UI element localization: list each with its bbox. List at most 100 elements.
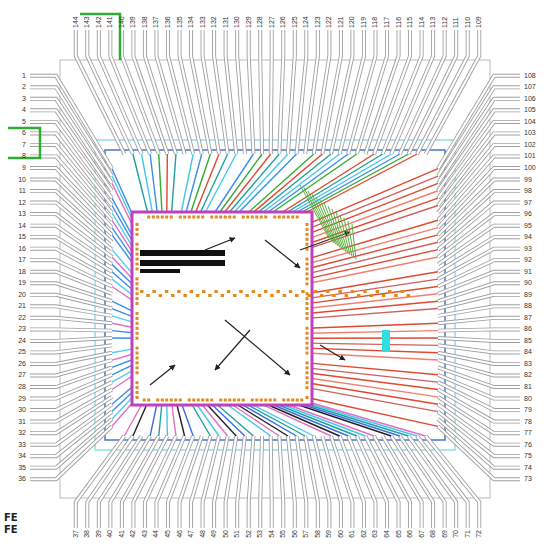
pin-number: 78 <box>524 418 548 426</box>
bond-wire <box>279 154 382 217</box>
pin-number: 51 <box>233 530 241 554</box>
pin-number: 32 <box>2 429 26 437</box>
bond-pad <box>143 399 146 402</box>
pad-row <box>326 290 330 293</box>
pin-number: 65 <box>395 530 403 554</box>
lead-body <box>408 436 456 528</box>
bond-wire <box>275 154 374 217</box>
die-arrows <box>150 232 350 385</box>
pin-number: 11 <box>2 187 26 195</box>
pin-number: 92 <box>524 256 548 264</box>
pin-number: 44 <box>152 530 160 554</box>
bond-pad <box>282 399 285 402</box>
pin-number: 34 <box>2 452 26 460</box>
pin-number: 91 <box>524 268 548 276</box>
lead-body <box>30 360 112 375</box>
bond-pad <box>306 238 309 241</box>
bond-pad <box>136 327 139 330</box>
lead-body <box>438 345 520 352</box>
pin-number: 66 <box>406 530 414 554</box>
bond-wire <box>307 353 438 360</box>
pad-row <box>146 294 150 297</box>
bond-pad <box>156 216 159 219</box>
bond-wire <box>166 154 168 217</box>
bond-pad <box>197 399 200 402</box>
lead-outline <box>297 30 307 154</box>
bond-pad <box>210 216 213 219</box>
bond-pad <box>306 332 309 335</box>
pin-number: 95 <box>524 222 548 230</box>
lead-outline <box>297 436 307 528</box>
pad-row <box>177 290 181 293</box>
lead-outline <box>438 345 520 352</box>
lead-outline <box>288 436 295 528</box>
lead-outline <box>271 436 272 528</box>
pin-number: 141 <box>106 4 114 28</box>
pin-number: 2 <box>2 83 26 91</box>
bond-wire <box>257 154 340 217</box>
pin-number: 139 <box>129 4 137 28</box>
lead-body <box>122 30 159 154</box>
bond-pad <box>136 253 139 256</box>
bond-pad <box>215 216 218 219</box>
bond-pad <box>192 399 195 402</box>
bond-pad <box>188 216 191 219</box>
pin-number: 58 <box>314 530 322 554</box>
pad-row <box>159 294 163 297</box>
bond-pad <box>210 399 213 402</box>
bond-pad <box>136 287 139 290</box>
pin-number: 112 <box>441 4 449 28</box>
bond-pad <box>260 216 263 219</box>
lead-body <box>438 272 520 294</box>
pad-row <box>227 290 231 293</box>
pin-number: 52 <box>245 530 253 554</box>
lead-outline <box>271 30 272 154</box>
pin-number: 117 <box>383 4 391 28</box>
lead-body <box>438 318 520 323</box>
pin-number: 113 <box>429 4 437 28</box>
pad-row <box>140 290 144 293</box>
pin-number: 77 <box>524 429 548 437</box>
lead-body <box>203 436 219 528</box>
pin-number: 98 <box>524 187 548 195</box>
bond-pad <box>306 366 309 369</box>
bond-pad <box>242 399 245 402</box>
pin-number: 99 <box>524 176 548 184</box>
pad-row <box>270 294 274 297</box>
pin-number: 12 <box>2 199 26 207</box>
pad-row <box>165 290 169 293</box>
pin-number: 131 <box>222 4 230 28</box>
pad-row <box>382 294 386 297</box>
pin-number: 35 <box>2 464 26 472</box>
pin-number: 8 <box>2 152 26 160</box>
pin-number: 10 <box>2 176 26 184</box>
bond-pad <box>136 302 139 305</box>
bond-pad <box>136 352 139 355</box>
pin-number: 105 <box>524 106 548 114</box>
lead-body <box>76 30 125 154</box>
bond-pad <box>136 361 139 364</box>
bond-wire <box>307 368 438 382</box>
bond-wire <box>180 154 193 217</box>
paddle-outline <box>95 140 455 450</box>
pin-number: 120 <box>348 4 356 28</box>
bond-pad <box>306 277 309 280</box>
bond-pad <box>156 399 159 402</box>
lead-body <box>340 436 364 528</box>
lead-body <box>249 30 254 154</box>
pin-number: 127 <box>268 4 276 28</box>
lead-body <box>30 345 112 352</box>
lead-body <box>30 191 112 242</box>
pin-number: 142 <box>95 4 103 28</box>
pin-number: 53 <box>256 530 264 554</box>
pin-number: 56 <box>291 530 299 554</box>
pin-number: 1 <box>2 72 26 80</box>
pin-number: 121 <box>337 4 345 28</box>
bond-pad <box>269 399 272 402</box>
lead-outline <box>226 30 237 154</box>
bond-pad <box>306 282 309 285</box>
bond-pad <box>136 223 139 226</box>
bond-pad <box>287 399 290 402</box>
pin-number: 109 <box>475 4 483 28</box>
pin-number: 79 <box>524 406 548 414</box>
